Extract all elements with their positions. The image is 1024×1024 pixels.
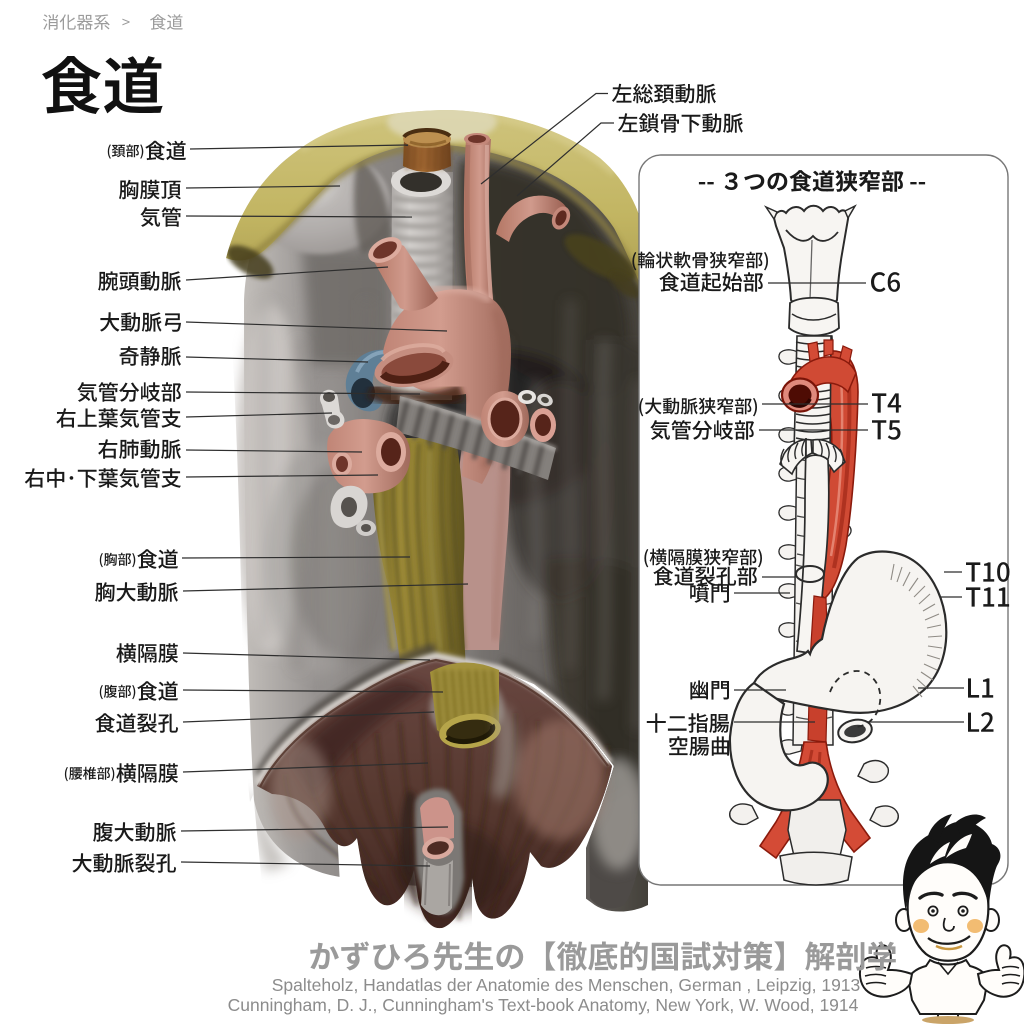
svg-text:Cunningham, D. J., Cunningham': Cunningham, D. J., Cunningham's Text-boo… <box>228 995 859 1015</box>
svg-text:Spalteholz, Handatlas der Anat: Spalteholz, Handatlas der Anatomie des M… <box>272 975 861 995</box>
